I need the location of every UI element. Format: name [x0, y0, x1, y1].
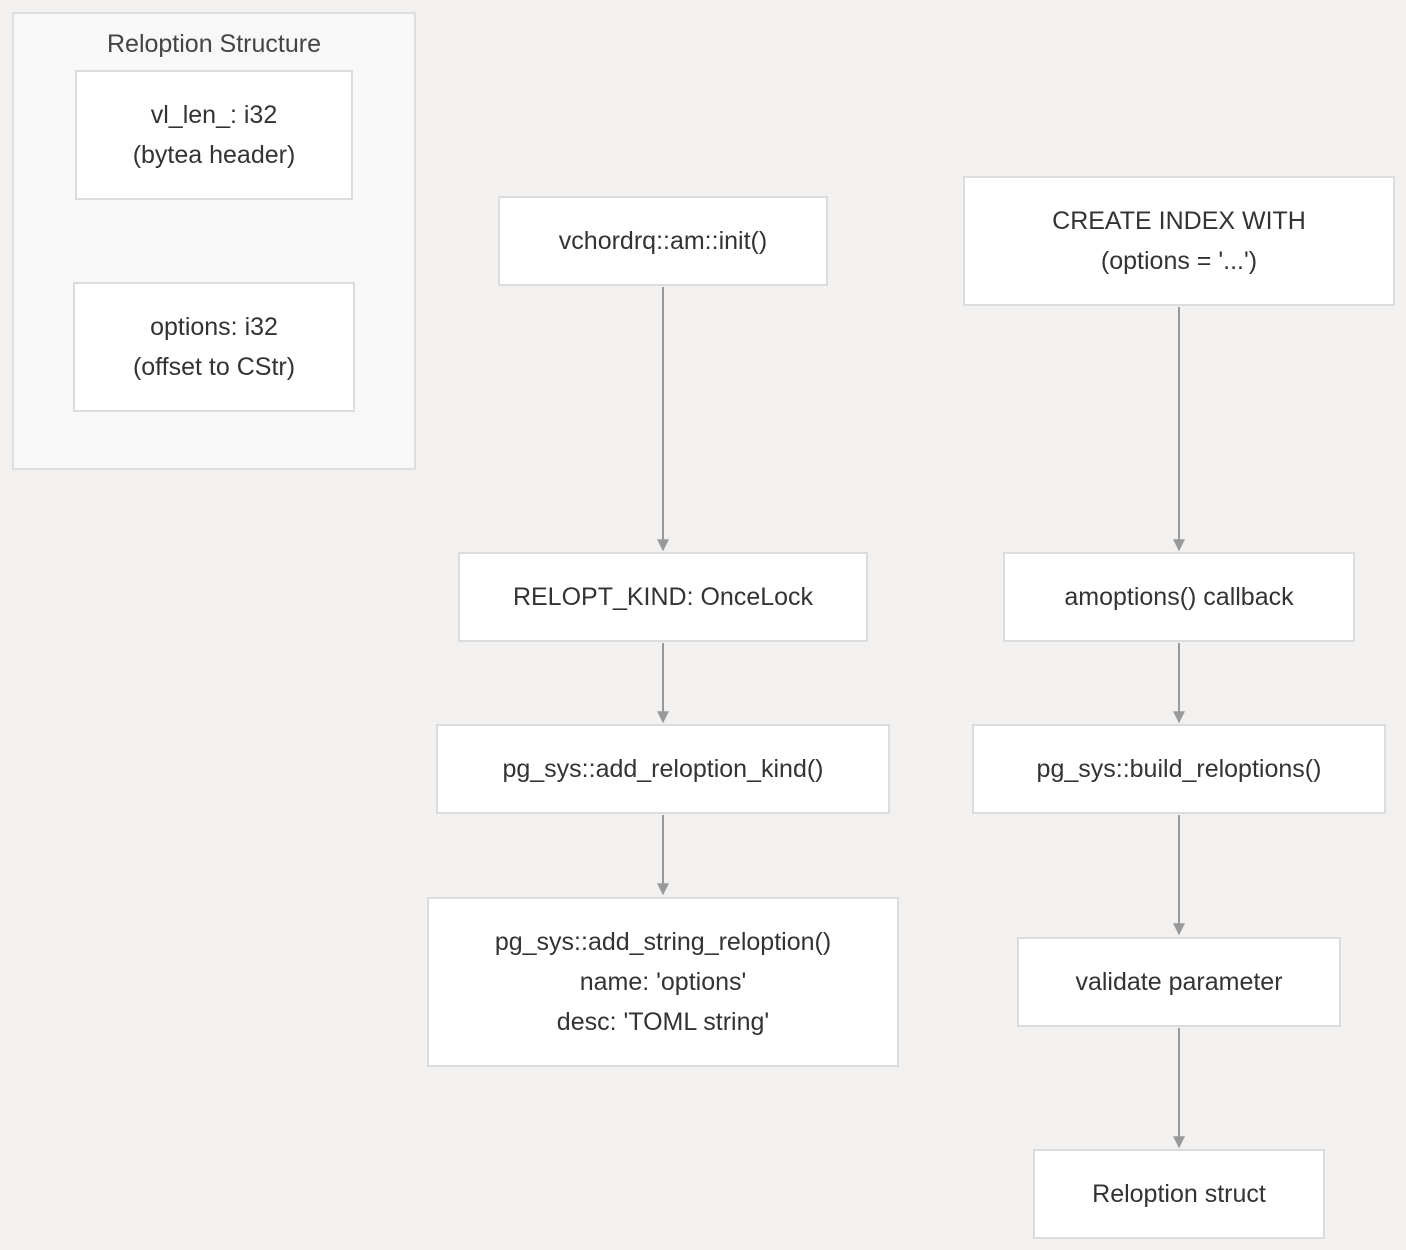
- vl-len-field-node: vl_len_: i32 (bytea header): [75, 70, 353, 200]
- reloption-struct-label: Reloption struct: [1092, 1180, 1266, 1208]
- add-string-reloption-call: pg_sys::add_string_reloption(): [494, 928, 832, 956]
- reloption-struct-node: Reloption struct: [1033, 1149, 1325, 1239]
- add-reloption-kind-node: pg_sys::add_reloption_kind(): [436, 724, 890, 814]
- options-field-type: options: i32: [150, 313, 278, 341]
- vl-len-field-type: vl_len_: i32: [150, 101, 278, 129]
- build-reloptions-node: pg_sys::build_reloptions(): [972, 724, 1386, 814]
- relopt-kind-node: RELOPT_KIND: OnceLock: [458, 552, 868, 642]
- create-index-statement: CREATE INDEX WITH: [1052, 207, 1306, 235]
- validate-parameter-label: validate parameter: [1075, 968, 1283, 996]
- amoptions-callback-label: amoptions() callback: [1064, 583, 1294, 611]
- am-init-label: vchordrq::am::init(): [558, 227, 768, 255]
- options-field-node: options: i32 (offset to CStr): [73, 282, 355, 412]
- add-string-reloption-name: name: 'options': [579, 968, 747, 996]
- add-string-reloption-desc: desc: 'TOML string': [556, 1008, 770, 1036]
- build-reloptions-label: pg_sys::build_reloptions(): [1036, 755, 1322, 783]
- am-init-node: vchordrq::am::init(): [498, 196, 828, 286]
- cluster-title: Reloption Structure: [106, 30, 321, 58]
- vl-len-field-desc: (bytea header): [132, 141, 296, 169]
- options-field-desc: (offset to CStr): [132, 353, 296, 381]
- validate-parameter-node: validate parameter: [1017, 937, 1341, 1027]
- create-index-node: CREATE INDEX WITH (options = '...'): [963, 176, 1395, 306]
- add-reloption-kind-label: pg_sys::add_reloption_kind(): [502, 755, 824, 783]
- relopt-kind-label: RELOPT_KIND: OnceLock: [512, 583, 814, 611]
- amoptions-callback-node: amoptions() callback: [1003, 552, 1355, 642]
- add-string-reloption-node: pg_sys::add_string_reloption() name: 'op…: [427, 897, 899, 1067]
- create-index-options: (options = '...'): [1100, 247, 1258, 275]
